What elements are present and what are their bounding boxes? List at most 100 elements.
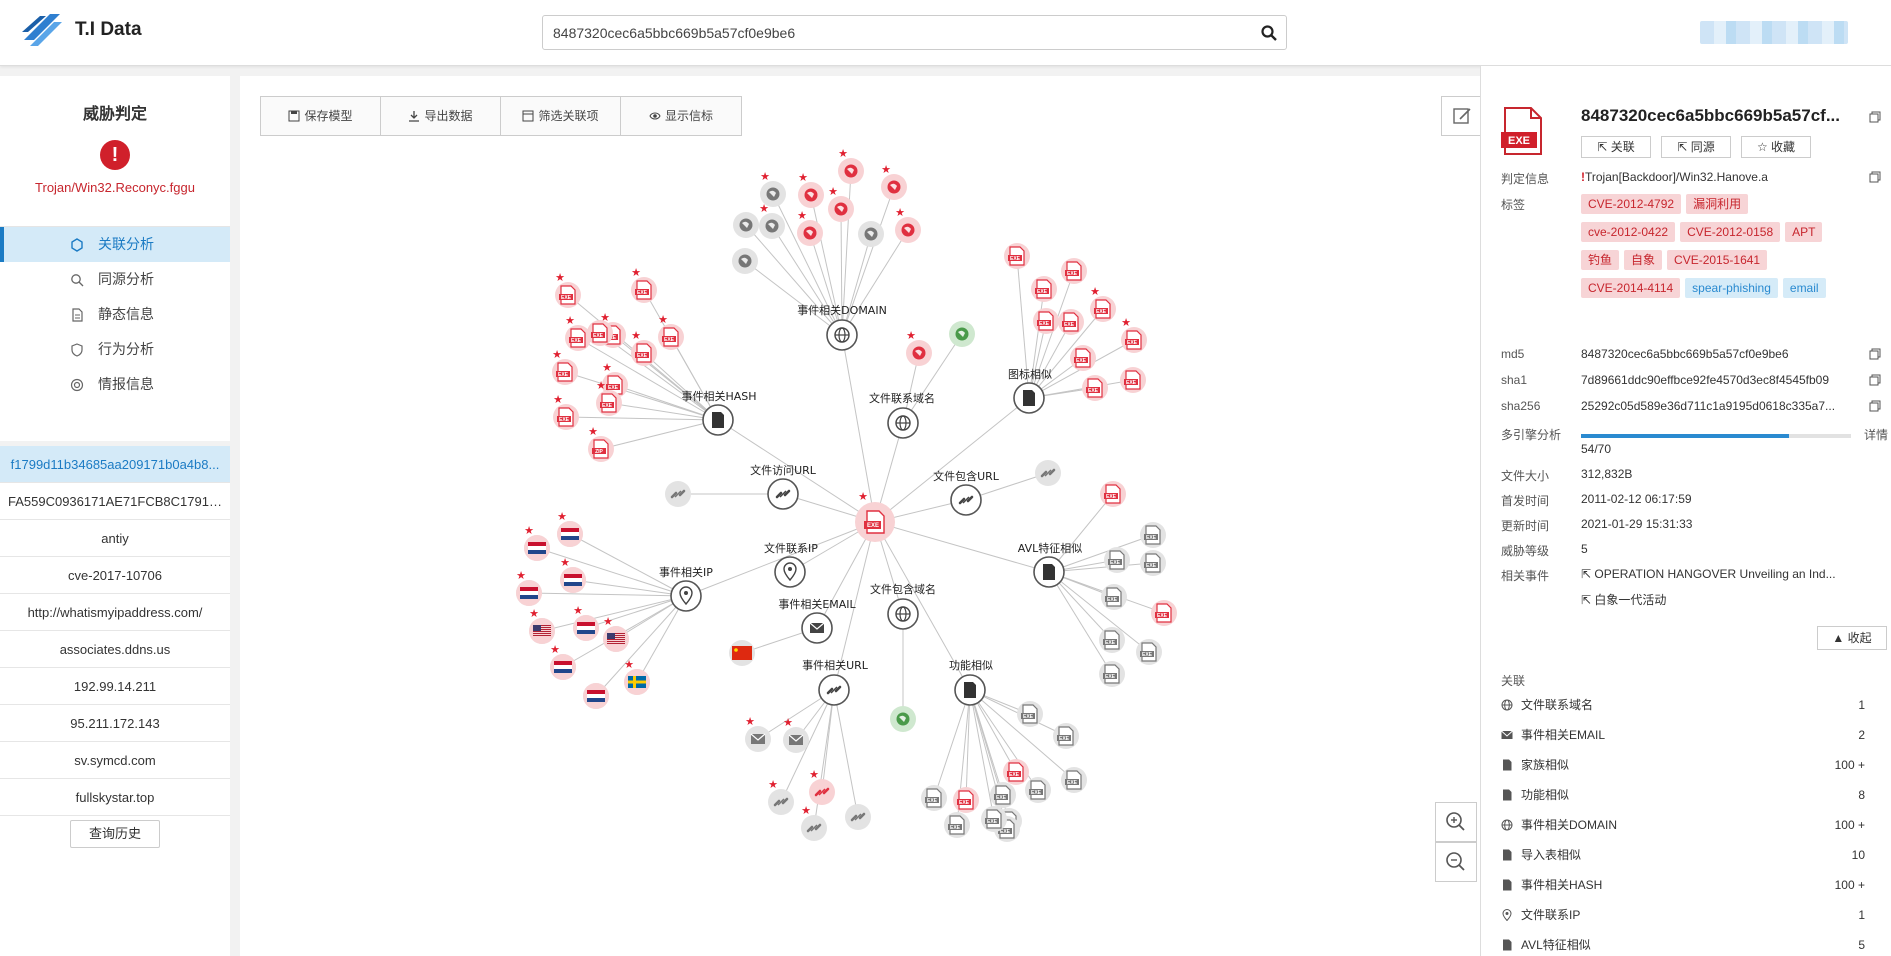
graph-node[interactable]	[798, 182, 824, 208]
graph-hub-node[interactable]: 事件相关HASH	[681, 389, 757, 436]
collapse-button[interactable]: ▲ 收起	[1817, 626, 1887, 650]
graph-node[interactable]: EXE	[565, 325, 591, 351]
history-item[interactable]: f1799d11b34685aa209171b0a4b8...	[0, 446, 230, 483]
graph-node[interactable]: EXE	[1099, 661, 1125, 687]
graph-hub-node[interactable]: 文件包含域名	[870, 582, 936, 630]
graph-hub-node[interactable]: 文件联系IP	[764, 541, 818, 588]
filter-relations-button[interactable]: 筛选关联项	[501, 97, 621, 135]
graph-node[interactable]: EXE	[1101, 584, 1127, 610]
graph-hub-node[interactable]: 文件访问URL	[750, 463, 817, 510]
history-item[interactable]: FA559C0936171AE71FCB8C1791A...	[0, 483, 230, 520]
graph-node[interactable]: EXE	[1070, 345, 1096, 371]
graph-node[interactable]: EXE	[1100, 481, 1126, 507]
graph-node[interactable]	[906, 340, 932, 366]
history-item[interactable]: 192.99.14.211	[0, 668, 230, 705]
graph-node[interactable]: EXE	[1151, 600, 1177, 626]
graph-node[interactable]: EXE	[981, 806, 1007, 832]
graph-node[interactable]	[809, 779, 835, 805]
graph-node[interactable]: EXE	[1053, 723, 1079, 749]
history-item[interactable]: 95.211.172.143	[0, 705, 230, 742]
relate-button[interactable]: ⇱ 关联	[1581, 136, 1651, 158]
graph-node[interactable]	[529, 618, 555, 644]
graph-node[interactable]	[845, 804, 871, 830]
graph-node[interactable]	[516, 580, 542, 606]
graph-node[interactable]	[729, 640, 755, 666]
graph-node[interactable]	[858, 221, 884, 247]
graph-node[interactable]	[624, 669, 650, 695]
history-item[interactable]: http://whatismyipaddress.com/	[0, 594, 230, 631]
copy-icon[interactable]	[1869, 348, 1881, 360]
graph-node[interactable]	[550, 654, 576, 680]
nav-item-behavior[interactable]: 行为分析	[0, 332, 230, 367]
show-beacon-button[interactable]: 显示信标	[621, 97, 741, 135]
graph-node[interactable]: EXE	[1090, 296, 1116, 322]
graph-node[interactable]	[524, 535, 550, 561]
graph-node[interactable]	[797, 220, 823, 246]
relation-graph[interactable]: EXE★★★★★★★★★EXE★EXE★EXE★EXE★EXEEXE★EXE★E…	[240, 76, 1480, 956]
engines-detail-link[interactable]: 详情	[1864, 428, 1889, 442]
nav-item-relation-analysis[interactable]: 关联分析	[0, 227, 230, 262]
graph-node[interactable]	[949, 321, 975, 347]
graph-node[interactable]: EXE	[553, 404, 579, 430]
graph-node[interactable]: EXE	[1140, 550, 1166, 576]
nav-item-same-source[interactable]: 同源分析	[0, 262, 230, 297]
graph-node[interactable]: EXE	[953, 787, 979, 813]
favorite-button[interactable]: ☆ 收藏	[1741, 136, 1811, 158]
graph-node[interactable]: EXE	[944, 812, 970, 838]
graph-node[interactable]: EXE	[658, 324, 684, 350]
tag-badge[interactable]: APT	[1785, 222, 1823, 242]
graph-node[interactable]: EXE	[1099, 627, 1125, 653]
graph-node[interactable]: EXE	[1025, 777, 1051, 803]
graph-node[interactable]	[733, 212, 759, 238]
tag-badge[interactable]: 钓鱼	[1581, 250, 1620, 270]
search-icon[interactable]	[1260, 24, 1278, 42]
tag-badge[interactable]: email	[1782, 278, 1826, 298]
graph-node[interactable]: EXE	[1082, 375, 1108, 401]
graph-node[interactable]	[1035, 460, 1061, 486]
graph-node[interactable]: EXE	[1104, 547, 1130, 573]
graph-hub-node[interactable]: 事件相关EMAIL	[778, 597, 857, 644]
zoom-in-button[interactable]	[1435, 802, 1477, 842]
same-source-button[interactable]: ⇱ 同源	[1661, 136, 1731, 158]
nav-item-static-info[interactable]: 静态信息	[0, 297, 230, 332]
search-input[interactable]	[553, 16, 1233, 49]
graph-node[interactable]	[759, 213, 785, 239]
graph-node[interactable]: EXE	[555, 282, 581, 308]
graph-hub-node[interactable]: 事件相关DOMAIN	[797, 303, 887, 351]
graph-node[interactable]	[603, 626, 629, 652]
graph-node[interactable]: EXE	[990, 782, 1016, 808]
copy-icon[interactable]	[1869, 111, 1881, 123]
graph-node[interactable]: EXE	[631, 277, 657, 303]
history-item[interactable]: cve-2017-10706	[0, 557, 230, 594]
tag-badge[interactable]: CVE-2015-1641	[1667, 250, 1768, 270]
graph-node[interactable]	[801, 815, 827, 841]
graph-node[interactable]	[557, 521, 583, 547]
history-item[interactable]: fullskystar.top	[0, 779, 230, 816]
export-data-button[interactable]: 导出数据	[381, 97, 501, 135]
graph-node[interactable]: EXE	[587, 320, 613, 346]
graph-hub-node[interactable]: 图标相似	[1008, 367, 1052, 414]
graph-node[interactable]	[881, 174, 907, 200]
tag-badge[interactable]: CVE-2012-0158	[1680, 222, 1781, 242]
history-item[interactable]: sv.symcd.com	[0, 742, 230, 779]
graph-node[interactable]: EXE	[1140, 522, 1166, 548]
graph-node[interactable]: EXE	[1061, 767, 1087, 793]
graph-node[interactable]	[783, 727, 809, 753]
graph-hub-node[interactable]: 文件包含URL	[933, 469, 1000, 516]
copy-icon[interactable]	[1869, 400, 1881, 412]
graph-node[interactable]	[890, 706, 916, 732]
graph-node[interactable]: EXE	[1121, 327, 1147, 353]
copy-icon[interactable]	[1869, 171, 1881, 183]
save-model-button[interactable]: 保存模型	[261, 97, 381, 135]
graph-center-node[interactable]: EXE	[855, 502, 895, 542]
graph-node[interactable]: EXE	[1031, 276, 1057, 302]
graph-hub-node[interactable]: 事件相关URL	[802, 658, 869, 706]
graph-hub-node[interactable]: AVL特征相似	[1018, 541, 1082, 588]
graph-node[interactable]	[768, 789, 794, 815]
graph-node[interactable]: EXE	[1017, 701, 1043, 727]
